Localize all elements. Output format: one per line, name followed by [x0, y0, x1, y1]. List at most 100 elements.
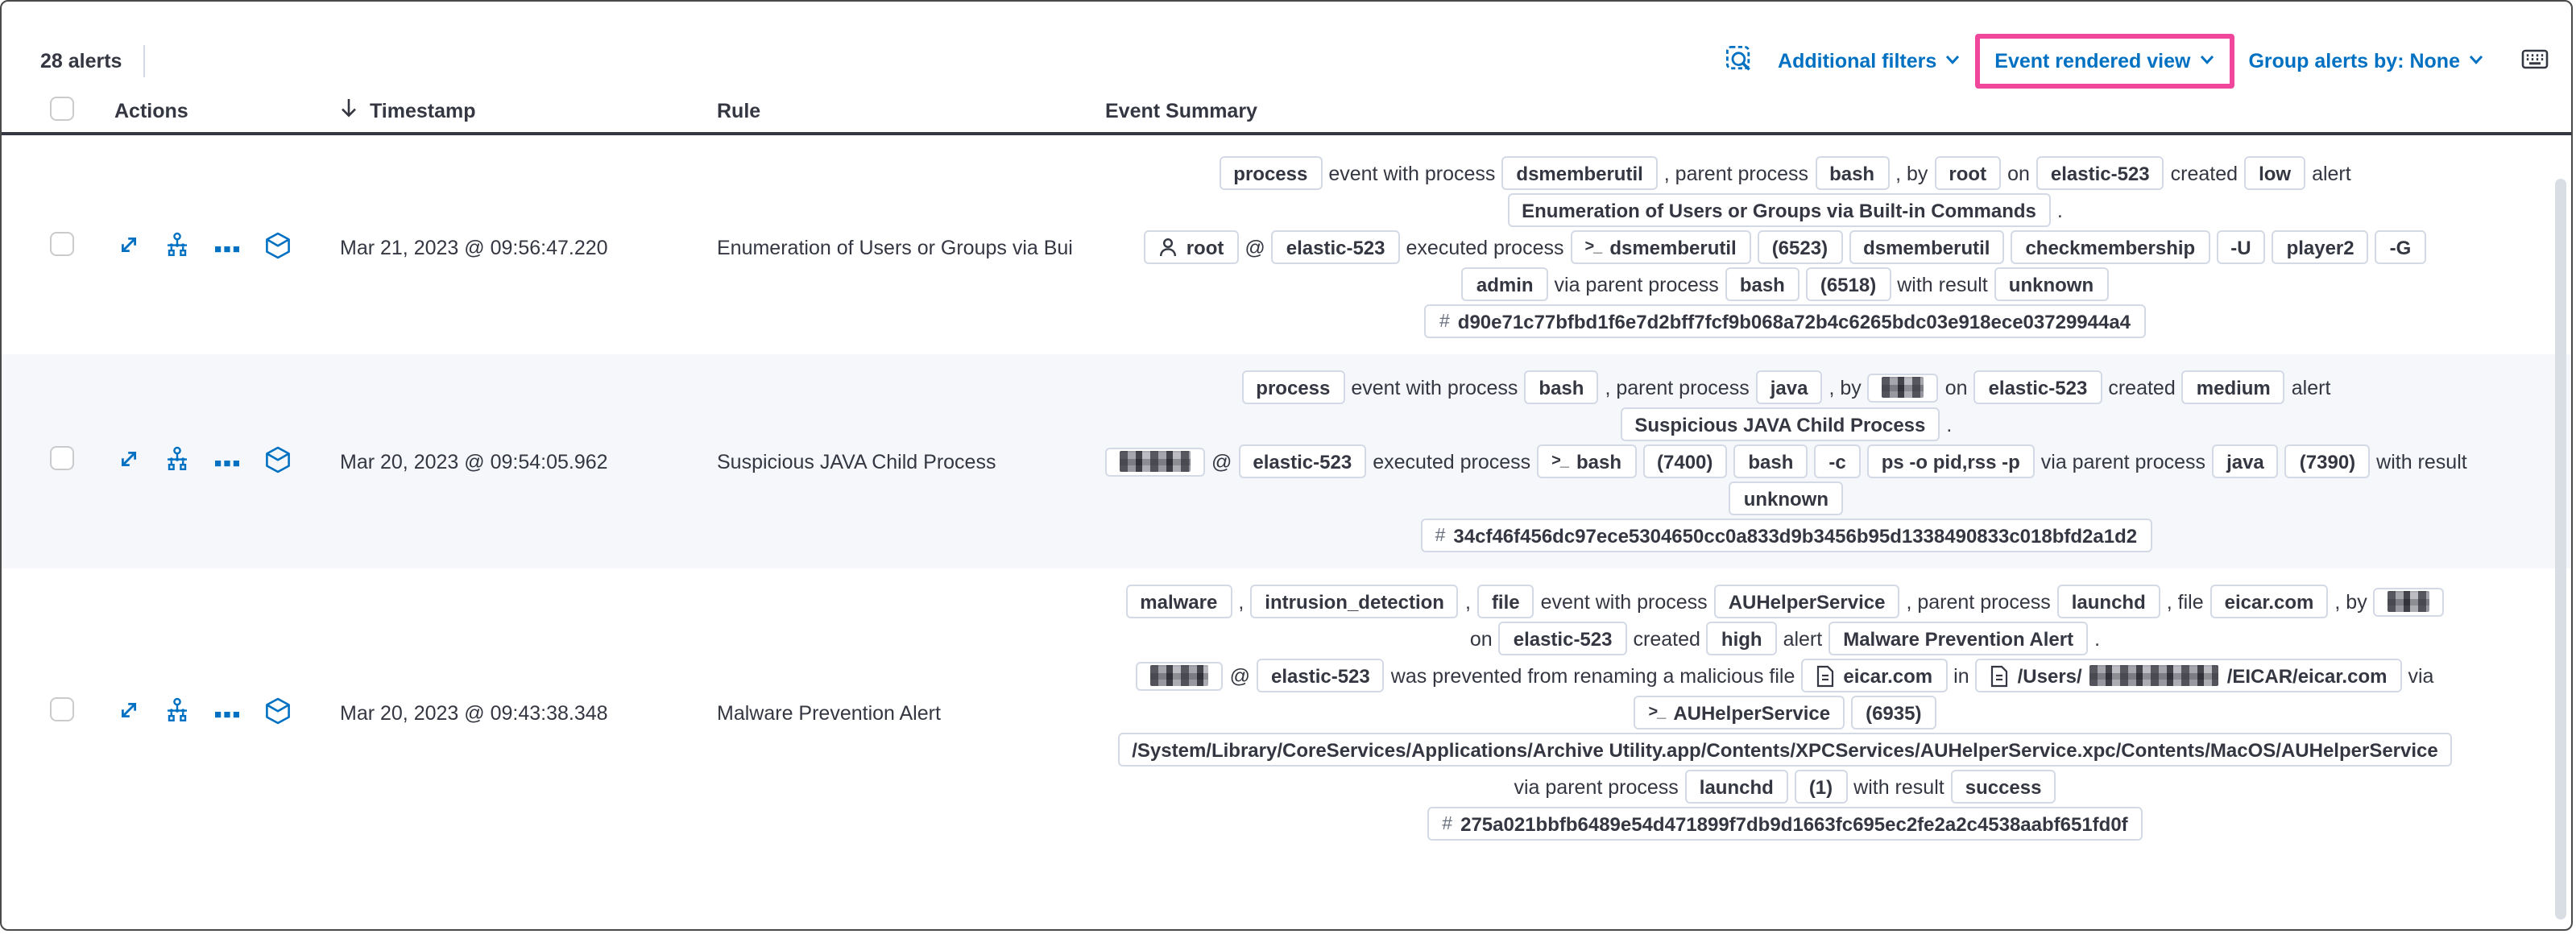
summary-badge[interactable]: high [1706, 622, 1777, 655]
summary-text: @ [1211, 450, 1232, 473]
inspect-button[interactable] [1725, 44, 1754, 78]
summary-badge[interactable]: java [1755, 370, 1823, 404]
summary-badge[interactable]: elastic-523 [1257, 659, 1385, 692]
summary-badge[interactable]: java [2212, 444, 2279, 478]
summary-badge[interactable]: checkmembership [2011, 230, 2210, 264]
more-actions-button[interactable] [211, 697, 243, 728]
analyze-event-button[interactable] [161, 694, 193, 731]
investigate-in-timeline-button[interactable] [261, 693, 295, 732]
additional-filters-button[interactable]: Additional filters [1778, 50, 1961, 72]
summary-badge[interactable]: elastic-523 [1238, 444, 1367, 478]
summary-badge[interactable]: launchd [1684, 770, 1788, 804]
boxes-horizontal-icon [214, 449, 240, 473]
summary-badge[interactable]: eicar.com [2209, 585, 2329, 618]
summary-badge[interactable]: (7400) [1642, 444, 1728, 478]
select-all-checkbox[interactable] [50, 96, 74, 120]
summary-line: #275a021bbfb6489e54d471899f7db9d1663fc69… [1427, 807, 2143, 841]
summary-badge[interactable]: dsmemberutil [1849, 230, 2005, 264]
summary-badge[interactable]: -G [2375, 230, 2426, 264]
more-actions-button[interactable] [211, 446, 243, 477]
summary-line: >_AUHelperService(6935) [1634, 696, 1936, 729]
summary-badge[interactable]: #34cf46f456dc97ece5304650cc0a833d9b3456b… [1420, 519, 2152, 552]
summary-badge[interactable]: -c [1814, 444, 1861, 478]
summary-badge[interactable]: (1) [1794, 770, 1848, 804]
summary-badge[interactable]: #275a021bbfb6489e54d471899f7db9d1663fc69… [1427, 807, 2143, 841]
summary-badge[interactable]: #d90e71c77bfbd1f6e7d2bff7fcf9b068a72b4c6… [1424, 304, 2146, 338]
chevron-down-icon [1944, 50, 1961, 72]
summary-badge[interactable]: low [2244, 156, 2306, 190]
summary-badge[interactable]: medium [2181, 370, 2285, 404]
summary-badge[interactable]: malware [1125, 585, 1232, 618]
summary-badge[interactable]: root [1144, 230, 1239, 264]
summary-badge[interactable]: >_bash [1537, 444, 1636, 478]
summary-line: #d90e71c77bfbd1f6e7d2bff7fcf9b068a72b4c6… [1424, 304, 2146, 338]
summary-badge[interactable]: dsmemberutil [1501, 156, 1658, 190]
summary-badge[interactable] [1105, 447, 1205, 476]
summary-badge[interactable]: player2 [2272, 230, 2369, 264]
summary-badge[interactable]: bash [1733, 444, 1808, 478]
investigate-in-timeline-button[interactable] [261, 442, 295, 481]
summary-badge[interactable] [2373, 587, 2445, 616]
summary-badge[interactable]: elastic-523 [1271, 230, 1400, 264]
summary-badge[interactable]: file [1476, 585, 1534, 618]
keyboard-shortcuts-button[interactable] [2521, 45, 2549, 77]
badge-label: java [1770, 376, 1808, 399]
summary-badge[interactable]: Enumeration of Users or Groups via Built… [1507, 193, 2051, 227]
more-actions-button[interactable] [211, 232, 243, 262]
summary-text: on [2007, 162, 2030, 184]
summary-badge[interactable]: process [1241, 370, 1345, 404]
summary-badge[interactable]: >_dsmemberutil [1570, 230, 1751, 264]
summary-badge[interactable]: elastic-523 [2036, 156, 2164, 190]
analyze-event-button[interactable] [161, 443, 193, 480]
summary-badge[interactable]: (6935) [1851, 696, 1936, 729]
summary-text: , parent process [1906, 590, 2051, 613]
expand-alert-button[interactable] [114, 696, 143, 729]
summary-badge[interactable]: intrusion_detection [1250, 585, 1459, 618]
summary-badge[interactable]: elastic-523 [1498, 622, 1627, 655]
analyze-event-button[interactable] [161, 229, 193, 266]
summary-badge[interactable]: admin [1461, 267, 1548, 301]
table-row: Mar 20, 2023 @ 09:54:05.962 Suspicious J… [2, 354, 2571, 568]
summary-badge[interactable]: bash [1524, 370, 1599, 404]
summary-badge[interactable]: root [1934, 156, 2002, 190]
summary-badge[interactable]: bash [1725, 267, 1799, 301]
timeline-icon [264, 696, 292, 729]
badge-label: intrusion_detection [1265, 590, 1444, 613]
summary-badge[interactable]: (6523) [1757, 230, 1843, 264]
group-alerts-by-button[interactable]: Group alerts by: None [2248, 50, 2484, 72]
summary-badge[interactable]: Malware Prevention Alert [1828, 622, 2089, 655]
summary-badge[interactable]: launchd [2056, 585, 2160, 618]
summary-badge[interactable]: (7390) [2284, 444, 2371, 478]
expand-alert-button[interactable] [114, 230, 143, 264]
boxes-horizontal-icon [214, 700, 240, 725]
investigate-in-timeline-button[interactable] [261, 228, 295, 267]
row-checkbox[interactable] [50, 696, 74, 721]
summary-badge[interactable]: unknown [1994, 267, 2109, 301]
summary-badge[interactable]: ps -o pid,rss -p [1866, 444, 2035, 478]
summary-badge[interactable]: -U [2216, 230, 2266, 264]
summary-badge[interactable]: process [1219, 156, 1323, 190]
summary-badge[interactable]: AUHelperService [1713, 585, 1900, 618]
summary-badge[interactable]: (6518) [1805, 267, 1891, 301]
expand-alert-button[interactable] [114, 444, 143, 478]
row-checkbox[interactable] [50, 445, 74, 469]
summary-badge[interactable]: bash [1815, 156, 1890, 190]
header-timestamp[interactable]: Timestamp [340, 98, 717, 122]
hash-icon: # [1442, 814, 1453, 833]
redacted-text [2388, 591, 2430, 612]
badge-label: dsmemberutil [1863, 236, 1990, 258]
summary-badge[interactable]: >_AUHelperService [1634, 696, 1845, 729]
summary-badge[interactable]: Suspicious JAVA Child Process [1620, 407, 1940, 441]
view-selector-button[interactable]: Event rendered view [1994, 50, 2214, 72]
summary-badge[interactable]: success [1950, 770, 2056, 804]
summary-badge[interactable] [1136, 661, 1224, 690]
vertical-scrollbar[interactable] [2555, 179, 2566, 920]
summary-badge[interactable]: unknown [1729, 481, 1844, 515]
summary-badge[interactable] [1867, 373, 1939, 402]
row-checkbox[interactable] [50, 231, 74, 255]
summary-badge[interactable]: eicar.com [1801, 659, 1948, 692]
summary-badge[interactable]: /Users//EICAR/eicar.com [1975, 659, 2402, 692]
summary-badge[interactable]: elastic-523 [1973, 370, 2102, 404]
summary-badge[interactable]: /System/Library/CoreServices/Application… [1117, 733, 2453, 767]
